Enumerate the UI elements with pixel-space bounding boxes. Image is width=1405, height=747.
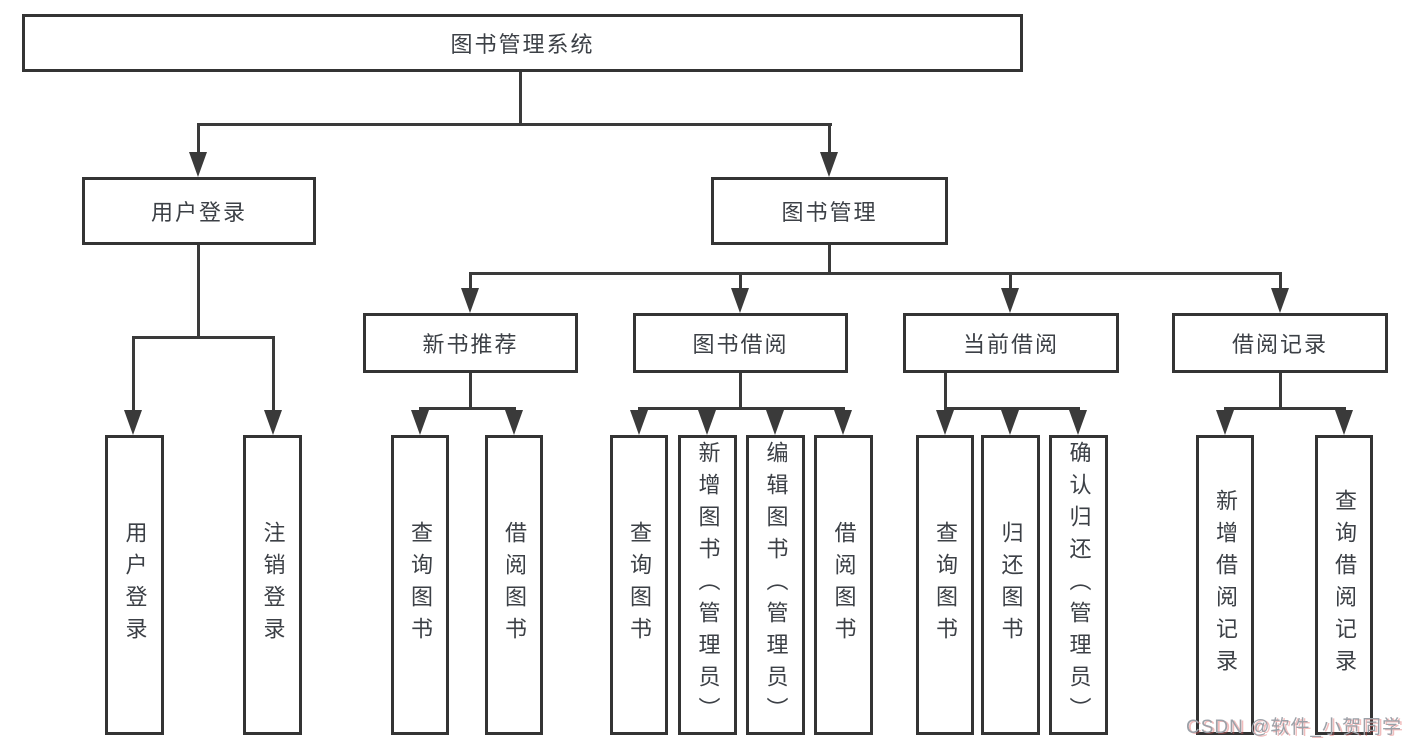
group-book-borrow: 图书借阅	[633, 313, 848, 373]
arrowhead-book-branch-icon	[820, 152, 838, 177]
leaf-add-borrow-record: 新增借阅记录	[1196, 435, 1254, 735]
leaf-user-login-label: 用户登录	[122, 521, 148, 649]
arrowhead-group3-leaf2-icon	[1335, 410, 1353, 435]
leaf-query-books-current: 查询图书	[916, 435, 974, 735]
group-new-book-recommend-label: 新书推荐	[422, 332, 519, 357]
connector-group3-rail	[1224, 407, 1345, 410]
csdn-watermark: CSDN @软件_小贺同学	[1186, 717, 1402, 738]
arrowhead-group3-leaf1-icon	[1216, 410, 1234, 435]
leaf-borrow-books-recommend: 借阅图书	[485, 435, 543, 735]
arrowhead-group0-leaf1-icon	[411, 410, 429, 435]
arrowhead-group1-leaf4-icon	[834, 410, 852, 435]
group-book-borrow-label: 图书借阅	[692, 332, 789, 357]
arrowhead-group2-leaf3-icon	[1069, 410, 1087, 435]
leaf-query-books-current-label: 查询图书	[933, 521, 958, 649]
arrowhead-group1-leaf3-icon	[766, 410, 784, 435]
leaf-add-book-admin: 新增图书（管理员）	[678, 435, 737, 735]
connector-group0-rail	[419, 407, 516, 410]
branch-user-login: 用户登录	[82, 177, 316, 245]
connector-level1-rail	[197, 123, 832, 126]
group-new-book-recommend: 新书推荐	[363, 313, 578, 373]
leaf-borrow-books-recommend-label: 借阅图书	[502, 521, 527, 649]
connector-group0-drop	[469, 272, 472, 290]
leaf-logout: 注销登录	[243, 435, 302, 735]
leaf-query-books-recommend: 查询图书	[391, 435, 449, 735]
connector-group3-drop	[1279, 272, 1282, 290]
group-borrow-records: 借阅记录	[1172, 313, 1388, 373]
arrowhead-group3-icon	[1271, 288, 1289, 313]
leaf-edit-book-admin: 编辑图书（管理员）	[746, 435, 805, 735]
branch-book-management-label: 图书管理	[781, 200, 878, 225]
branch-user-login-label: 用户登录	[150, 200, 247, 225]
arrowhead-group0-leaf2-icon	[505, 410, 523, 435]
connector-group2-stem	[944, 373, 947, 410]
connector-user-drop-2	[272, 336, 275, 412]
root-node-label: 图书管理系统	[450, 32, 595, 57]
arrowhead-group2-leaf2-icon	[1001, 410, 1019, 435]
arrowhead-group1-icon	[731, 288, 749, 313]
connector-user-stem	[197, 245, 200, 339]
group-borrow-records-label: 借阅记录	[1231, 332, 1328, 357]
leaf-query-borrow-record: 查询借阅记录	[1315, 435, 1373, 735]
connector-group1-rail	[638, 407, 845, 410]
leaf-add-book-admin-label: 新增图书（管理员）	[695, 441, 721, 729]
leaf-confirm-return-admin-label: 确认归还（管理员）	[1066, 441, 1092, 729]
connector-group1-stem	[739, 373, 742, 410]
leaf-add-borrow-record-label: 新增借阅记录	[1213, 489, 1238, 681]
connector-group2-rail	[944, 407, 1080, 410]
leaf-borrow-books-label: 借阅图书	[831, 521, 857, 649]
arrowhead-group2-leaf1-icon	[936, 410, 954, 435]
branch-book-management: 图书管理	[711, 177, 948, 245]
connector-group2-drop	[1009, 272, 1012, 290]
leaf-query-books-recommend-label: 查询图书	[408, 521, 433, 649]
connector-to-book-branch	[828, 123, 831, 155]
arrowhead-group1-leaf2-icon	[698, 410, 716, 435]
leaf-logout-label: 注销登录	[260, 521, 286, 649]
group-current-borrow: 当前借阅	[903, 313, 1119, 373]
connector-groups-rail	[469, 272, 1282, 275]
connector-root-stem	[519, 72, 522, 126]
leaf-query-books-borrow-label: 查询图书	[627, 521, 652, 649]
arrowhead-user-branch-icon	[189, 152, 207, 177]
connector-group1-drop	[739, 272, 742, 290]
arrowhead-group2-icon	[1001, 288, 1019, 313]
connector-group3-stem	[1279, 373, 1282, 410]
leaf-user-login: 用户登录	[105, 435, 164, 735]
root-node-library-system: 图书管理系统	[22, 14, 1023, 72]
connector-user-rail	[132, 336, 275, 339]
connector-user-drop-1	[132, 336, 135, 412]
connector-to-user-branch	[197, 123, 200, 155]
connector-group0-stem	[469, 373, 472, 410]
arrowhead-user-login-icon	[124, 410, 142, 435]
arrowhead-logout-icon	[264, 410, 282, 435]
arrowhead-group1-leaf1-icon	[630, 410, 648, 435]
leaf-return-book-label: 归还图书	[998, 521, 1024, 649]
leaf-query-borrow-record-label: 查询借阅记录	[1332, 489, 1357, 681]
leaf-edit-book-admin-label: 编辑图书（管理员）	[763, 441, 789, 729]
leaf-borrow-books: 借阅图书	[814, 435, 873, 735]
leaf-query-books-borrow: 查询图书	[610, 435, 668, 735]
leaf-return-book: 归还图书	[981, 435, 1040, 735]
connector-book-stem	[828, 245, 831, 275]
leaf-confirm-return-admin: 确认归还（管理员）	[1049, 435, 1108, 735]
group-current-borrow-label: 当前借阅	[962, 332, 1059, 357]
arrowhead-group0-icon	[461, 288, 479, 313]
